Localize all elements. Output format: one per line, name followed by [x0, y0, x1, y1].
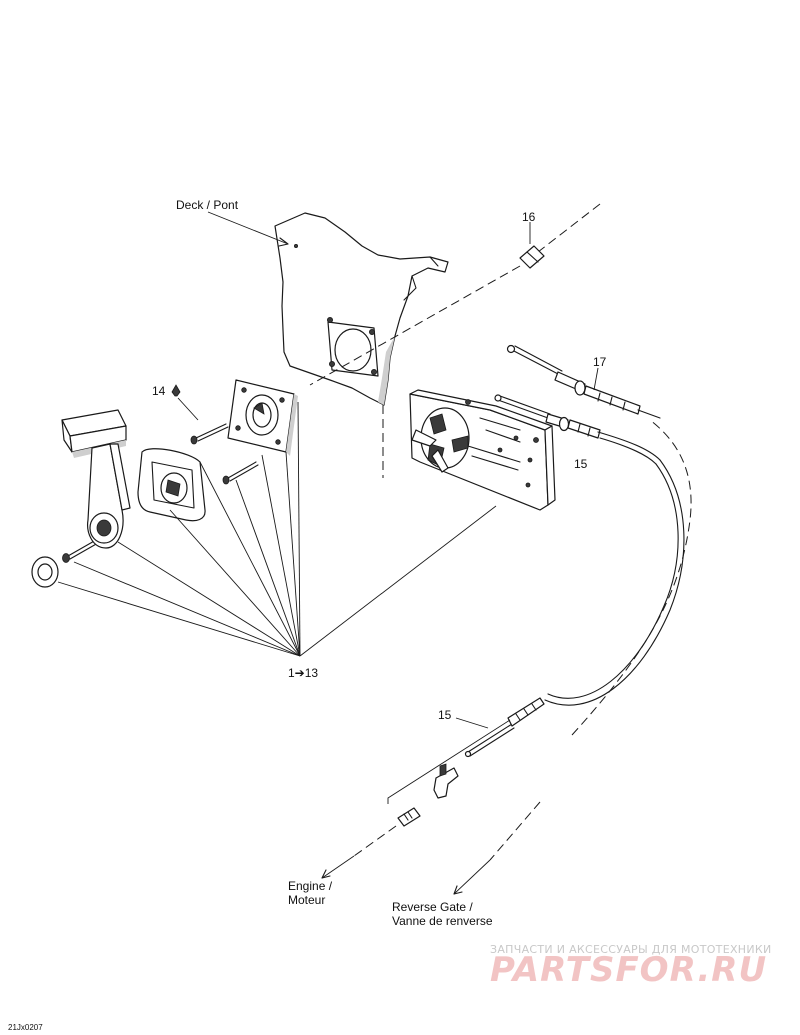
label-part-14: 14 [152, 384, 166, 398]
label-reverse-line1: Reverse Gate / [392, 900, 473, 914]
mounting-plate [227, 379, 298, 456]
watermark-logo: PARTSFOR.RU [490, 950, 768, 990]
arrow-up-icon [171, 384, 181, 397]
connector-clip [433, 763, 459, 799]
label-part-16: 16 [522, 210, 536, 224]
label-part-15-upper: 15 [574, 457, 588, 471]
alignment-dashes [309, 203, 692, 736]
engine-fitting [397, 807, 421, 827]
part15-lower-leader [455, 717, 489, 729]
deck-panel [274, 212, 449, 406]
label-part-17: 17 [593, 355, 607, 369]
reverse-arrow [453, 859, 491, 895]
label-range-1-13: 1➔13 [288, 666, 318, 680]
throttle-handle [61, 409, 131, 549]
reverse-dash [489, 801, 541, 861]
drawing-code: 21Jx0207 [8, 1023, 43, 1032]
label-engine-line2: Moteur [288, 893, 325, 907]
cable-17 [506, 344, 661, 419]
screw-lower [222, 461, 259, 485]
control-mechanism [409, 389, 556, 511]
screw-handle [62, 539, 99, 563]
bezel-trim [137, 448, 206, 522]
part14-leader [177, 397, 199, 421]
deck-mount-hole [326, 316, 379, 377]
label-deck: Deck / Pont [176, 198, 239, 212]
part-16-fitting [519, 245, 545, 269]
screw-upper [190, 423, 229, 445]
washer [31, 556, 59, 588]
label-reverse-line2: Vanne de renverse [392, 914, 493, 928]
part17-leader [593, 367, 599, 391]
label-part-15-lower: 15 [438, 708, 452, 722]
deck-leader [207, 211, 289, 245]
watermark-caption: ЗАПЧАСТИ И АКСЕССУАРЫ ДЛЯ МОТОТЕХНИКИ [490, 943, 772, 956]
engine-arrow [321, 855, 355, 879]
cable-15-lower [464, 697, 545, 758]
range-leaders [57, 401, 497, 657]
cable-15-upper [494, 394, 685, 706]
engine-dash [353, 825, 397, 857]
label-engine-line1: Engine / [288, 879, 333, 893]
part15-lower-bracket [387, 719, 511, 804]
deck-leader-arrow [278, 237, 289, 247]
